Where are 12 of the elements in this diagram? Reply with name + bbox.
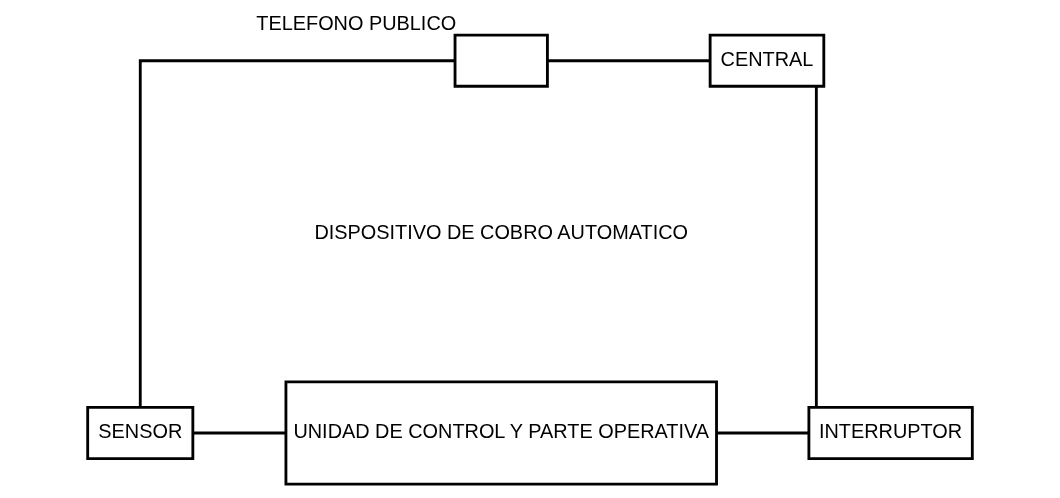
node-label: TELEFONO PUBLICO (256, 11, 457, 34)
label: DISPOSITIVO DE COBRO AUTOMATICO (314, 221, 689, 244)
node-box: INTERRUPTOR (807, 406, 974, 461)
connector (138, 59, 455, 408)
connector (193, 431, 286, 435)
connector (716, 431, 809, 435)
node-box: CENTRAL (708, 33, 826, 88)
node-box (453, 33, 549, 88)
connector (547, 59, 711, 63)
node-box: UNIDAD DE CONTROL Y PARTE OPERATIVA (284, 380, 718, 486)
connector (814, 86, 818, 408)
node-box: SENSOR (86, 406, 195, 461)
